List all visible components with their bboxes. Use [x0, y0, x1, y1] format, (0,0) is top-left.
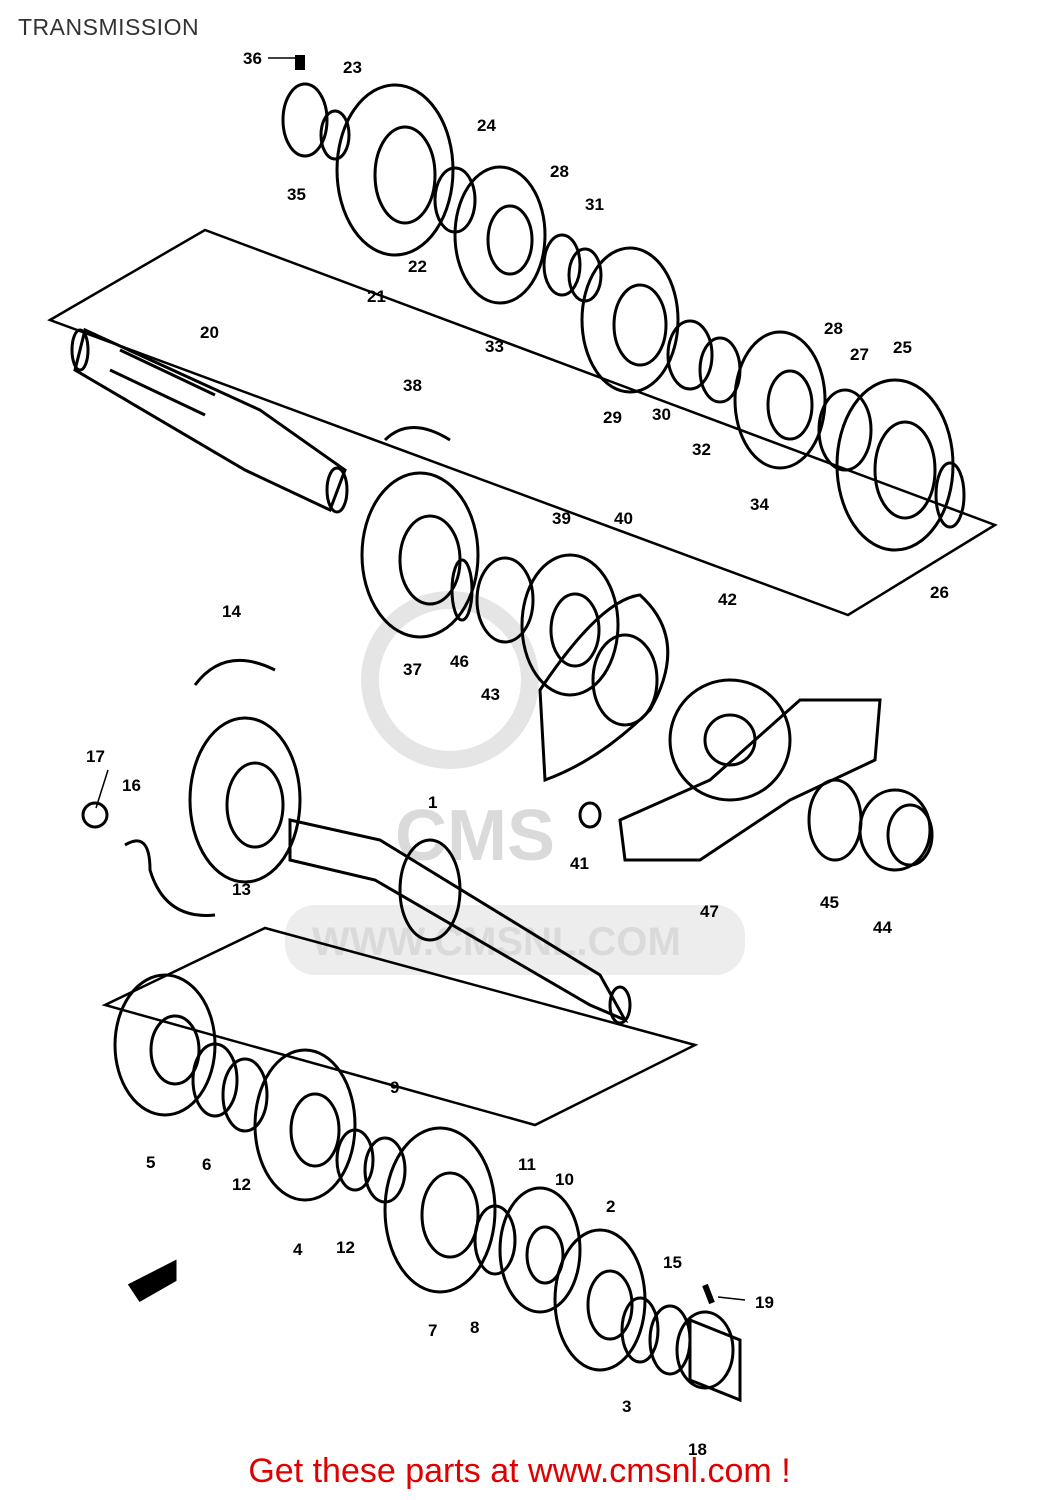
- callout-10: 10: [555, 1170, 574, 1189]
- callout-47: 47: [700, 902, 719, 921]
- callout-37: 37: [403, 660, 422, 679]
- countershaft: [70, 327, 349, 514]
- callout-28-a: 28: [550, 162, 569, 181]
- callout-1: 1: [428, 793, 437, 812]
- callout-11: 11: [518, 1155, 536, 1174]
- upper-gear-stack: [281, 82, 966, 552]
- callout-19: 19: [755, 1293, 774, 1312]
- callout-26: 26: [930, 583, 949, 602]
- callout-27: 27: [850, 345, 869, 364]
- callout-4: 4: [293, 1240, 303, 1259]
- callout-8: 8: [470, 1318, 479, 1337]
- callout-39: 39: [552, 509, 571, 528]
- callout-13: 13: [232, 880, 251, 899]
- callout-6: 6: [202, 1155, 211, 1174]
- callout-15: 15: [663, 1253, 682, 1272]
- callout-16: 16: [122, 776, 141, 795]
- callout-41: 41: [570, 854, 589, 873]
- callout-44: 44: [873, 918, 892, 937]
- callout-23: 23: [343, 58, 362, 77]
- countershaft-group-outline: [47, 228, 998, 617]
- callout-43: 43: [481, 685, 500, 704]
- sprocket-and-chain: [578, 678, 934, 872]
- callout-45: 45: [820, 893, 839, 912]
- callout-34: 34: [750, 495, 769, 514]
- driveshaft-group-outline: [101, 926, 699, 1127]
- callout-17: 17: [86, 747, 105, 766]
- watermark: CMS WWW.CMSNL.COM: [285, 591, 745, 975]
- callout-labels: 1 2 3 4 5 6 7 8 9 10 11 12 12 13 14 15 1…: [86, 49, 949, 1459]
- callout-46: 46: [450, 652, 469, 671]
- callout-22: 22: [408, 257, 427, 276]
- callout-24: 24: [477, 116, 496, 135]
- page-title: TRANSMISSION: [18, 14, 200, 40]
- callout-5: 5: [146, 1153, 155, 1172]
- callout-35: 35: [287, 185, 306, 204]
- callout-30: 30: [652, 405, 671, 424]
- watermark-text: WWW.CMSNL.COM: [312, 920, 681, 964]
- callout-25: 25: [893, 338, 912, 357]
- footer-cta-link[interactable]: Get these parts at www.cmsnl.com !: [248, 1452, 791, 1490]
- callout-42: 42: [718, 590, 737, 609]
- callout-2: 2: [606, 1197, 615, 1216]
- callout-9: 9: [390, 1078, 399, 1097]
- driveshaft: [81, 658, 632, 1025]
- callout-18: 18: [688, 1440, 707, 1459]
- callout-31: 31: [585, 195, 604, 214]
- callout-32: 32: [692, 440, 711, 459]
- callout-36: 36: [243, 49, 262, 68]
- callout-33: 33: [485, 337, 504, 356]
- callout-28-b: 28: [824, 319, 843, 338]
- callout-38: 38: [403, 376, 422, 395]
- callout-3: 3: [622, 1397, 631, 1416]
- callout-14: 14: [222, 602, 241, 621]
- watermark-logo: CMS: [395, 796, 555, 876]
- callout-7: 7: [428, 1321, 437, 1340]
- callout-29: 29: [603, 408, 622, 427]
- callout-40: 40: [614, 509, 633, 528]
- callout-21: 21: [367, 287, 386, 306]
- bearing-and-shims: [360, 426, 670, 783]
- callout-12-a: 12: [232, 1175, 251, 1194]
- callout-12-b: 12: [336, 1238, 355, 1257]
- lower-gear-stack: [113, 973, 742, 1403]
- callout-20: 20: [200, 323, 219, 342]
- leader-lines: [95, 57, 746, 1301]
